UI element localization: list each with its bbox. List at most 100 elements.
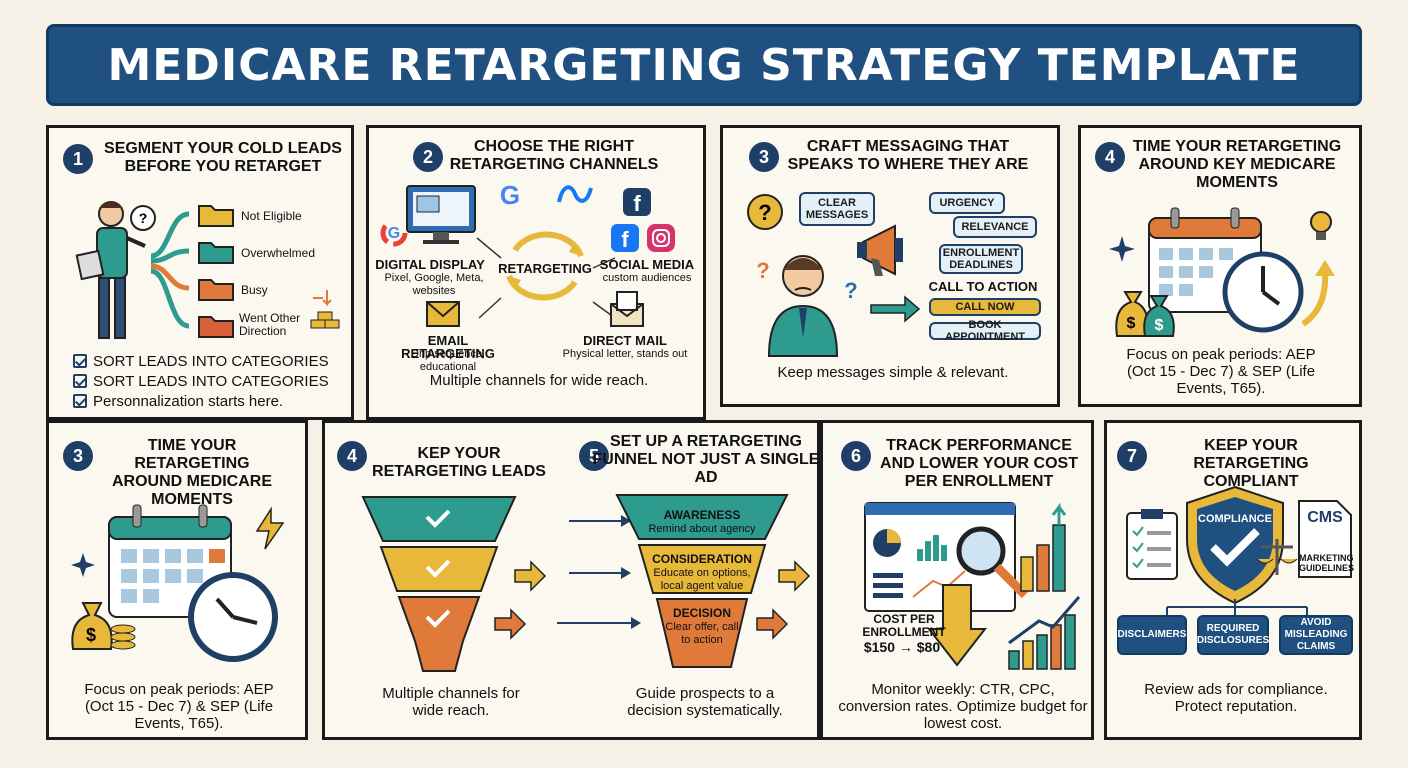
- panel-funnel: 4 KEP YOUR RETARGETING LEADS 5 SET UP A …: [322, 420, 820, 740]
- svg-text:G: G: [500, 180, 520, 210]
- meta-icon: [557, 185, 593, 203]
- channel-subtitle: Physical letter, stands out: [562, 348, 688, 360]
- cost-label: COST PER ENROLLMENT: [862, 612, 946, 639]
- person-icon: [75, 201, 146, 339]
- panel-timing-moments: 3 TIME YOUR RETARGETING AROUND MEDICARE …: [46, 420, 308, 740]
- clock-icon: [1222, 251, 1304, 333]
- call-now-button: CALL NOW: [929, 298, 1041, 316]
- lightbulb-icon: [1310, 211, 1332, 240]
- funnel-stage-name: DECISION: [672, 606, 731, 620]
- arrow-right-icon: [494, 608, 527, 640]
- channel-subtitle: Drip sequence, educational: [411, 348, 485, 373]
- google-icon: G: [500, 180, 520, 210]
- svg-text:?: ?: [139, 210, 148, 226]
- panel-caption: Multiple channels for wide reach.: [429, 372, 649, 389]
- panel-caption: Focus on peak periods: AEP (Oct 15 - Dec…: [84, 681, 274, 732]
- step-number: 5: [579, 441, 609, 471]
- bar-chart-up-icon: [1020, 502, 1067, 592]
- funnel-stage-sub: Educate on options, local agent value: [653, 567, 751, 592]
- page-title: MEDICARE RETARGETING STRATEGY TEMPLATE: [107, 39, 1301, 91]
- speech-bubble: CLEAR MESSAGES: [799, 192, 875, 226]
- channel-title: EMAIL RETARGETING: [401, 333, 495, 361]
- guidelines-label: MARKETING GUIDELINES: [1299, 553, 1355, 573]
- money-bags-icon: $$: [1115, 291, 1175, 337]
- channel-subtitle: Pixel, Google, Meta, websites: [384, 272, 484, 297]
- arrow-right-icon: [514, 560, 547, 592]
- book-appointment-button: BOOK APPOINTMENT: [929, 319, 1041, 343]
- panel-caption: Focus on peak periods: AEP (Oct 15 - Dec…: [1126, 346, 1316, 397]
- funnel-stage-sub: Remind about agency: [648, 523, 756, 535]
- panel-caption: Guide prospects to a decision systematic…: [627, 685, 783, 719]
- branch-arrows: [150, 211, 190, 329]
- funnel-stage-name: AWARENESS: [663, 508, 741, 522]
- channel-subtitle: custom audiences: [602, 272, 692, 284]
- sparkle-icon: [1109, 236, 1135, 262]
- sparkle-icon: [71, 553, 95, 577]
- step-number: 7: [1117, 441, 1147, 471]
- google-icon: G: [380, 219, 408, 247]
- facebook-icon: f: [611, 224, 639, 252]
- panel-heading: SET UP A RETARGETING FUNNEL NOT JUST A S…: [592, 433, 820, 486]
- panel-caption: Review ads for compliance. Protect reput…: [1144, 681, 1328, 715]
- channel-title: SOCIAL MEDIA: [599, 257, 695, 272]
- center-label: RETARGETING: [498, 261, 592, 276]
- checklist-item: SORT LEADS INTO CATEGORIES: [73, 352, 329, 372]
- gold-bars-icon: [310, 290, 340, 329]
- shield-label: COMPLIANCE: [1198, 513, 1272, 525]
- panel-heading: KEEP YOUR RETARGETING COMPLIANT: [1193, 437, 1309, 490]
- checklist-clipboard-icon: [1126, 509, 1178, 580]
- leads-funnel: [361, 496, 517, 672]
- panel-caption: Monitor weekly: CTR, CPC, conversion rat…: [838, 681, 1088, 732]
- growth-arrow-icon: [1301, 260, 1335, 327]
- compliance-box: AVOID MISLEADING CLAIMS: [1279, 615, 1353, 655]
- svg-text:f: f: [633, 191, 641, 216]
- question-mark-icon: ?: [844, 278, 857, 303]
- panel-compliance: 7 KEEP YOUR RETARGETING COMPLIANT COMPLI…: [1104, 420, 1362, 740]
- conversion-funnel: [615, 494, 789, 668]
- clock-icon: [188, 572, 278, 662]
- cms-label: CMS: [1307, 509, 1343, 526]
- panel-heading: SEGMENT YOUR COLD LEADS BEFORE YOU RETAR…: [104, 140, 342, 175]
- panel-timing-key: 4 TIME YOUR RETARGETING AROUND KEY MEDIC…: [1078, 125, 1362, 407]
- lightning-icon: [255, 506, 285, 550]
- megaphone-icon: [857, 224, 903, 276]
- compliance-box: REQUIRED DISCLOSURES: [1197, 615, 1269, 655]
- folder-label: Not Eligible: [241, 209, 302, 223]
- panel-heading: CRAFT MESSAGING THAT SPEAKS TO WHERE THE…: [787, 138, 1029, 173]
- panel-messaging: 3 CRAFT MESSAGING THAT SPEAKS TO WHERE T…: [720, 125, 1060, 407]
- folder-label: Busy: [241, 283, 268, 297]
- arrow-right-icon: [778, 560, 811, 592]
- message-tag: ENROLLMENT DEADLINES: [939, 244, 1023, 274]
- question-mark-icon: ?: [747, 194, 783, 230]
- funnel-stage-name: CONSIDERATION: [652, 552, 752, 566]
- panel-heading: TIME YOUR RETARGETING AROUND MEDICARE MO…: [112, 437, 272, 508]
- svg-text:f: f: [621, 227, 629, 252]
- svg-text:$: $: [1127, 315, 1136, 332]
- panel-caption: Multiple channels for wide reach.: [382, 685, 520, 719]
- step-number: 3: [63, 441, 93, 471]
- panel-heading: CHOOSE THE RIGHT RETARGETING CHANNELS: [449, 138, 659, 173]
- down-arrow-icon: [926, 584, 988, 667]
- panel-performance: 6 TRACK PERFORMANCE AND LOWER YOUR COST …: [820, 420, 1094, 740]
- folder-yellow-icon: [198, 205, 234, 227]
- growth-chart-icon: [1008, 596, 1081, 670]
- tree-connectors: [1166, 599, 1308, 619]
- step-number: 2: [413, 142, 443, 172]
- step-number: 4: [337, 441, 367, 471]
- svg-text:?: ?: [758, 200, 771, 225]
- money-bag-icon: $: [71, 602, 136, 650]
- svg-text:?: ?: [844, 278, 857, 303]
- email-envelope-icon: [426, 301, 460, 327]
- panel-heading: KEP YOUR RETARGETING LEADS: [372, 445, 546, 480]
- svg-text:?: ?: [756, 258, 769, 283]
- folder-red-icon: [198, 316, 234, 338]
- facebook-icon: f: [623, 188, 651, 216]
- folder-teal-icon: [198, 242, 234, 264]
- channel-title: DIGITAL DISPLAY: [375, 257, 485, 272]
- svg-text:$: $: [1155, 317, 1164, 334]
- panel-caption: Keep messages simple & relevant.: [777, 364, 1009, 381]
- panel-channels: 2 CHOOSE THE RIGHT RETARGETING CHANNELS …: [366, 125, 706, 420]
- message-tag: URGENCY: [929, 192, 1005, 214]
- step-number: 4: [1095, 142, 1125, 172]
- step-number: 1: [63, 144, 93, 174]
